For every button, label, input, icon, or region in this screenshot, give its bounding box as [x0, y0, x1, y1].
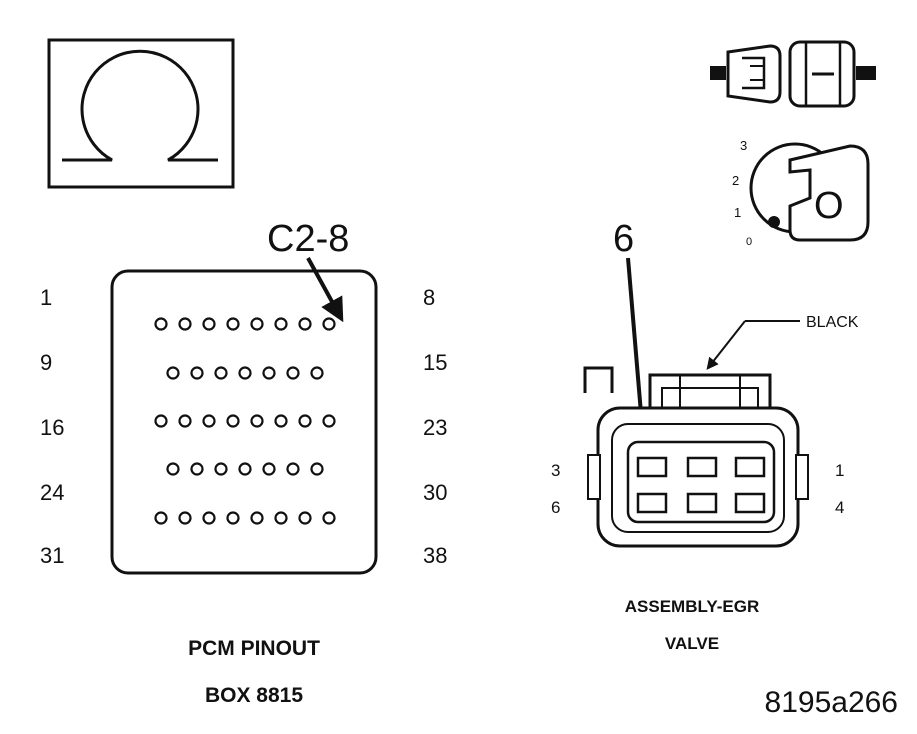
pcm-pin: [178, 317, 192, 331]
pcm-pin: [154, 511, 168, 525]
pcm-pin: [154, 317, 168, 331]
pcm-pin: [178, 414, 192, 428]
figure-code: 8195a266: [765, 686, 898, 719]
egr-cavity-6: [636, 492, 668, 514]
pcm-pin: [166, 366, 180, 380]
egr-color-arrow: [706, 320, 746, 370]
egr-color-label: BLACK: [806, 314, 859, 331]
pcm-pin: [262, 462, 276, 476]
pcm-pin: [274, 317, 288, 331]
pcm-right-label: 15: [423, 350, 447, 375]
pcm-pin: [226, 414, 240, 428]
ignition-key-icon: 3 2 1 0 O: [732, 138, 870, 248]
egr-callout-label: 6: [613, 218, 634, 260]
pcm-pin: [274, 414, 288, 428]
ohm-icon: [47, 38, 235, 189]
pcm-pin: [286, 462, 300, 476]
pcm-pin: [214, 462, 228, 476]
egr-left-label: 6: [551, 498, 560, 517]
pcm-left-label: 16: [40, 415, 64, 440]
pcm-pin: [250, 317, 264, 331]
pcm-left-label: 9: [40, 350, 52, 375]
pcm-left-label: 1: [40, 285, 52, 310]
pcm-pin: [274, 511, 288, 525]
pcm-pin: [298, 317, 312, 331]
pcm-pin: [238, 366, 252, 380]
ignition-position-label: 3: [740, 138, 747, 153]
egr-valve-connector: 6 BLACK 3 6 1 4 ASSEMBLY-EGR VALVE: [551, 218, 859, 653]
pcm-right-label: 8: [423, 285, 435, 310]
egr-cavity-5: [686, 492, 718, 514]
pcm-pin: [298, 511, 312, 525]
pcm-callout-arrow: [306, 257, 344, 323]
pcm-pin: [190, 366, 204, 380]
pcm-pin: [226, 317, 240, 331]
pcm-pin: [250, 511, 264, 525]
pcm-left-label: 31: [40, 543, 64, 568]
ignition-key-position-label: O: [814, 185, 844, 227]
disconnected-connector-icon: [710, 40, 876, 108]
pcm-pin: [214, 366, 228, 380]
pcm-right-label: 38: [423, 543, 447, 568]
pcm-pin: [286, 366, 300, 380]
egr-right-label: 4: [835, 498, 844, 517]
ignition-position-label: 1: [734, 205, 741, 220]
pcm-pin: [238, 462, 252, 476]
ignition-position-label: 2: [732, 173, 739, 188]
egr-caption-line1: ASSEMBLY-EGR: [625, 597, 759, 616]
egr-cavity-2: [686, 456, 718, 478]
pcm-pin-grid: [154, 317, 336, 525]
egr-cavity-1: [734, 456, 766, 478]
egr-right-label: 1: [835, 461, 844, 480]
pcm-pin: [202, 414, 216, 428]
pcm-pin: [190, 462, 204, 476]
pcm-callout-label: C2-8: [267, 218, 349, 260]
egr-left-label: 3: [551, 461, 560, 480]
pcm-caption-line1: PCM PINOUT: [188, 637, 320, 660]
pcm-pin: [226, 511, 240, 525]
pcm-pinout: C2-8 1 9 16 24 31 8 15 23 30 38 PCM PINO…: [40, 218, 447, 707]
egr-cavity-4: [734, 492, 766, 514]
pcm-right-label: 30: [423, 480, 447, 505]
pcm-connector-outline: [110, 269, 378, 575]
pcm-pin: [310, 462, 324, 476]
pcm-right-label: 23: [423, 415, 447, 440]
pcm-pin: [166, 462, 180, 476]
pcm-left-label: 24: [40, 480, 64, 505]
pcm-pin: [202, 317, 216, 331]
egr-caption-line2: VALVE: [665, 634, 719, 653]
pcm-pin: [322, 414, 336, 428]
ignition-position-label: 0: [746, 236, 752, 248]
pcm-pin: [250, 414, 264, 428]
egr-cavity-3: [636, 456, 668, 478]
pcm-pin: [178, 511, 192, 525]
pcm-pin: [322, 511, 336, 525]
pcm-pin: [322, 317, 336, 331]
pcm-caption-line2: BOX 8815: [205, 684, 303, 707]
pcm-pin: [310, 366, 324, 380]
pcm-pin: [202, 511, 216, 525]
pcm-pin: [262, 366, 276, 380]
pcm-pin: [154, 414, 168, 428]
pcm-pin: [298, 414, 312, 428]
